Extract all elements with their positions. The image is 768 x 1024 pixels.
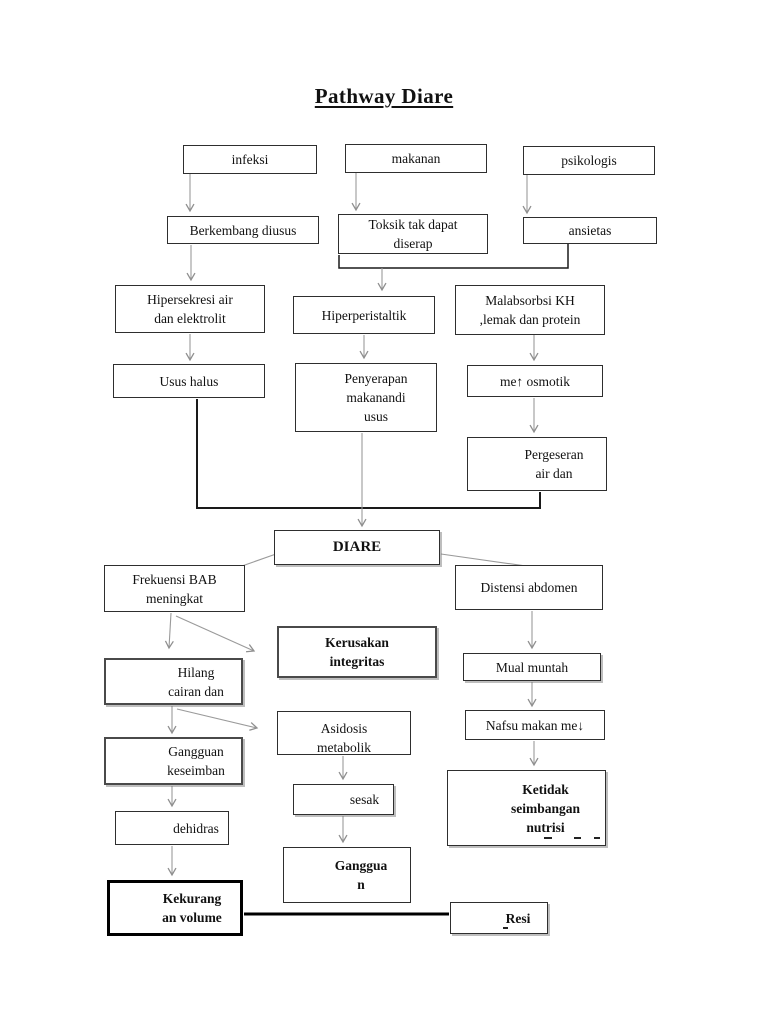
- node-kekurangan-volume-label: Kekurang an volume: [162, 891, 222, 925]
- node-kekurangan-volume: Kekurang an volume: [107, 880, 243, 936]
- node-frekuensi-bab: Frekuensi BAB meningkat: [104, 565, 245, 612]
- node-pergeseran: Pergeseran air dan: [467, 437, 607, 491]
- node-penyerapan-label: Penyerapan makanandi usus: [344, 371, 408, 424]
- node-hiperperistaltik-label: Hiperperistaltik: [321, 307, 407, 323]
- node-asidosis-metabolik: Asidosis metabolik: [277, 711, 411, 755]
- node-gangguan-keseimban-label: Gangguan keseimban: [167, 744, 225, 778]
- node-nafsu-makan: Nafsu makan me↓: [465, 710, 605, 740]
- node-usus-halus: Usus halus: [113, 364, 265, 398]
- node-sesak: sesak: [293, 784, 394, 815]
- node-diare: DIARE: [274, 530, 440, 565]
- arrow-hilang-to-asidosis: [176, 708, 259, 731]
- node-resi: Resi: [450, 902, 548, 934]
- node-makanan: makanan: [345, 144, 487, 173]
- node-pergeseran-label: Pergeseran air dan: [524, 447, 584, 481]
- node-hilang-cairan: Hilang cairan dan: [104, 658, 243, 705]
- node-me-osmotik: me↑ osmotik: [467, 365, 603, 397]
- page-title: Pathway Diare: [314, 84, 454, 108]
- node-ansietas: ansietas: [523, 217, 657, 244]
- node-gangguan-keseimban: Gangguan keseimban: [104, 737, 243, 785]
- node-makanan-label: makanan: [391, 151, 441, 166]
- node-toksik: Toksik tak dapat diserap: [338, 214, 488, 254]
- node-kerusakan-integritas: Kerusakan integritas: [277, 626, 437, 678]
- node-infeksi: infeksi: [183, 145, 317, 174]
- node-mual-muntah: Mual muntah: [463, 653, 601, 681]
- node-frekuensi-bab-label: Frekuensi BAB meningkat: [132, 571, 217, 606]
- node-diare-label: DIARE: [332, 539, 382, 555]
- node-berkembang-diusus: Berkembang diusus: [167, 216, 319, 244]
- node-berkembang-diusus-label: Berkembang diusus: [189, 222, 297, 238]
- node-me-osmotik-label: me↑ osmotik: [499, 373, 571, 389]
- node-usus-halus-label: Usus halus: [159, 373, 219, 389]
- node-hipersekresi: Hipersekresi air dan elektrolit: [115, 285, 265, 333]
- node-distensi-abdomen: Distensi abdomen: [455, 565, 603, 610]
- node-ansietas-label: ansietas: [568, 223, 612, 238]
- node-ketidak-seimbangan: Ketidak seimbangan nutrisi: [447, 770, 606, 846]
- node-psikologis-label: psikologis: [561, 153, 617, 168]
- node-hiperperistaltik: Hiperperistaltik: [293, 296, 435, 334]
- node-hipersekresi-label: Hipersekresi air dan elektrolit: [147, 292, 233, 326]
- clipped-text-remnant: [574, 837, 581, 839]
- clipped-text-remnant: [594, 837, 600, 839]
- node-infeksi-label: infeksi: [231, 152, 269, 167]
- node-toksik-label: Toksik tak dapat diserap: [368, 217, 458, 251]
- node-nafsu-makan-label: Nafsu makan me↓: [485, 717, 585, 733]
- node-resi-label: Resi: [505, 910, 531, 926]
- node-penyerapan: Penyerapan makanandi usus: [295, 363, 437, 432]
- node-mual-muntah-label: Mual muntah: [495, 659, 569, 675]
- node-kerusakan-integritas-label: Kerusakan integritas: [325, 635, 389, 669]
- node-ganggua: Ganggua n: [283, 847, 411, 903]
- arrow-frekuensi-to-kerusakan: [175, 615, 256, 653]
- arrow-frekuensi-to-hilang: [164, 612, 174, 650]
- node-ganggua-label: Ganggua n: [334, 858, 388, 892]
- node-hilang-cairan-label: Hilang cairan dan: [168, 664, 224, 699]
- clipped-text-remnant: [503, 927, 508, 929]
- node-asidosis-metabolik-label: Asidosis metabolik: [317, 721, 371, 755]
- node-malabsorbsi-label: Malabsorbsi KH ,lemak dan protein: [479, 293, 581, 327]
- node-psikologis: psikologis: [523, 146, 655, 175]
- node-dehidras: dehidras: [115, 811, 229, 845]
- node-ketidak-seimbangan-label: Ketidak seimbangan nutrisi: [510, 781, 581, 835]
- node-sesak-label: sesak: [349, 792, 380, 807]
- node-dehidras-label: dehidras: [173, 820, 219, 836]
- node-malabsorbsi: Malabsorbsi KH ,lemak dan protein: [455, 285, 605, 335]
- node-distensi-abdomen-label: Distensi abdomen: [480, 580, 578, 595]
- clipped-text-remnant: [544, 837, 552, 839]
